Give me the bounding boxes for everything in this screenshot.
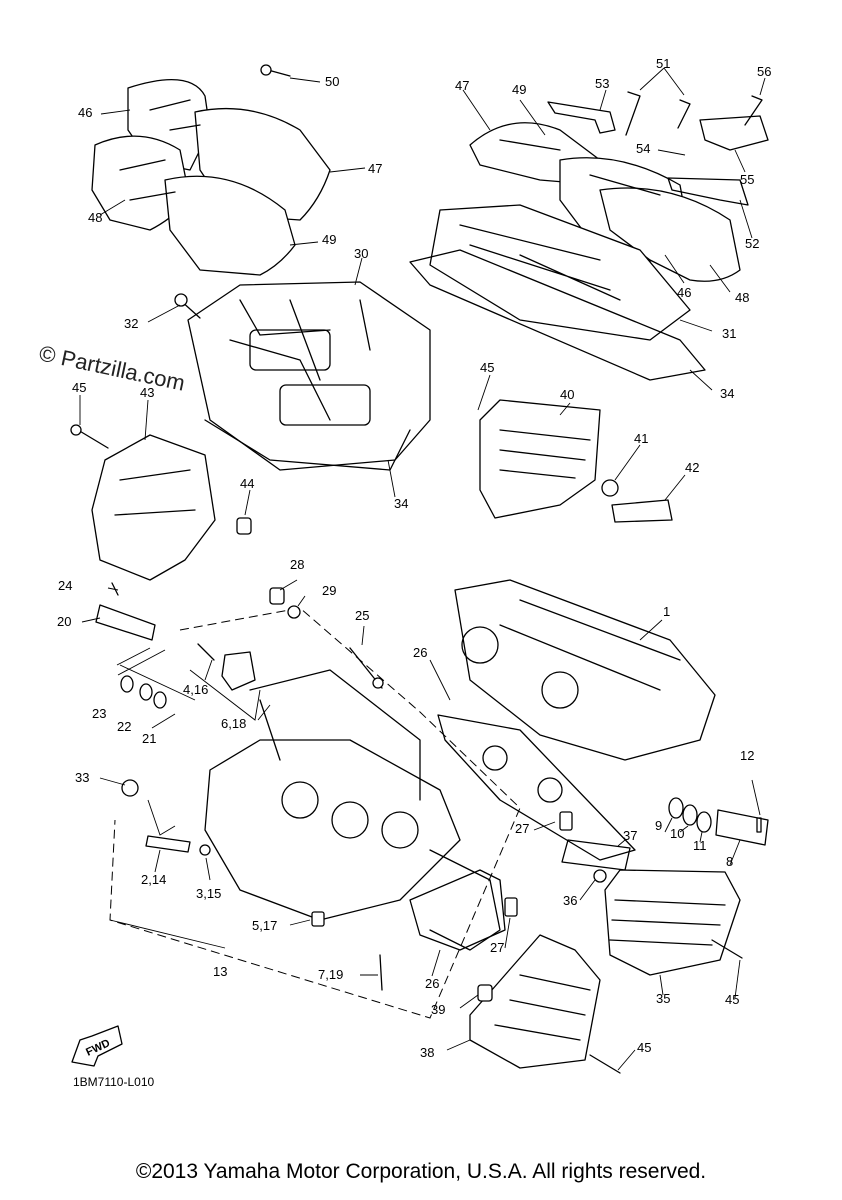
callout: 26 bbox=[425, 976, 439, 991]
callout: 47 bbox=[455, 78, 469, 93]
callout: 54 bbox=[636, 141, 650, 156]
callout: 31 bbox=[722, 326, 736, 341]
callout: 12 bbox=[740, 748, 754, 763]
head-cover-left-rear bbox=[91, 135, 296, 276]
callout: 20 bbox=[57, 614, 71, 629]
tensioner-20 bbox=[95, 582, 156, 641]
plugs-28-29 bbox=[269, 587, 301, 619]
callout: 32 bbox=[124, 316, 138, 331]
callout: 53 bbox=[595, 76, 609, 91]
cylinder-35 bbox=[604, 869, 743, 976]
callout: 36 bbox=[563, 893, 577, 908]
forward-direction-arrow-icon bbox=[71, 1025, 123, 1067]
callout: 23 bbox=[92, 706, 106, 721]
callout: 40 bbox=[560, 387, 574, 402]
callout: 45 bbox=[480, 360, 494, 375]
callout: 49 bbox=[322, 232, 336, 247]
bolts-51-56 bbox=[260, 64, 763, 136]
callout: 51 bbox=[656, 56, 670, 71]
cylinder-head-assembly-13 bbox=[109, 607, 521, 1019]
callout: 2,14 bbox=[141, 872, 166, 887]
callout: 7,19 bbox=[318, 967, 343, 982]
callout: 44 bbox=[240, 476, 254, 491]
cylinder-40 bbox=[479, 399, 673, 523]
callout: 5,17 bbox=[252, 918, 277, 933]
callout: 21 bbox=[142, 731, 156, 746]
callout: 41 bbox=[634, 431, 648, 446]
spark-plug-25 bbox=[197, 643, 384, 691]
partzilla-watermark: © Partzilla.com bbox=[37, 340, 187, 395]
o-rings-21-23 bbox=[120, 675, 167, 709]
callout: 33 bbox=[75, 770, 89, 785]
callout: 10 bbox=[670, 826, 684, 841]
gasket-26-lower bbox=[409, 869, 506, 951]
callout: 34 bbox=[394, 496, 408, 511]
callout: 48 bbox=[88, 210, 102, 225]
callout: 4,16 bbox=[183, 682, 208, 697]
cylinder-head-cover-30 bbox=[187, 281, 431, 471]
callout: 46 bbox=[677, 285, 691, 300]
callout: 3,15 bbox=[196, 886, 221, 901]
tensioner-8 bbox=[668, 797, 769, 846]
callout: 48 bbox=[735, 290, 749, 305]
callout: 35 bbox=[656, 991, 670, 1006]
callout: 45 bbox=[725, 992, 739, 1007]
callout: 50 bbox=[325, 74, 339, 89]
callout: 8 bbox=[726, 854, 733, 869]
bolt-45-left bbox=[70, 293, 201, 449]
callout: 55 bbox=[740, 172, 754, 187]
stud-7-19 bbox=[311, 911, 383, 991]
callout: 27 bbox=[515, 821, 529, 836]
callout: 28 bbox=[290, 557, 304, 572]
cylinder-head-1 bbox=[454, 579, 716, 761]
callout: 1 bbox=[663, 604, 670, 619]
callout: 30 bbox=[354, 246, 368, 261]
bracket-53 bbox=[547, 101, 616, 134]
callout: 27 bbox=[490, 940, 504, 955]
side-cover-43 bbox=[91, 434, 252, 581]
bolts-33-2-3 bbox=[121, 779, 211, 856]
callout: 34 bbox=[720, 386, 734, 401]
diagram-code: 1BM7110-L010 bbox=[73, 1075, 154, 1089]
callout: 11 bbox=[693, 838, 707, 853]
callout: 46 bbox=[78, 105, 92, 120]
bracket-52-55 bbox=[667, 115, 769, 206]
callout: 29 bbox=[322, 583, 336, 598]
callout: 49 bbox=[512, 82, 526, 97]
gasket-34-right bbox=[409, 249, 706, 381]
callout: 9 bbox=[655, 818, 662, 833]
cylinder-head-cover-31 bbox=[429, 204, 691, 341]
callout: 26 bbox=[413, 645, 427, 660]
callout: 24 bbox=[58, 578, 72, 593]
cylinder-38 bbox=[469, 934, 621, 1074]
callout: 22 bbox=[117, 719, 131, 734]
callout: 45 bbox=[637, 1040, 651, 1055]
callout: 37 bbox=[623, 828, 637, 843]
callout: 47 bbox=[368, 161, 382, 176]
callout: 56 bbox=[757, 64, 771, 79]
callout: 39 bbox=[431, 1002, 445, 1017]
leader-lines bbox=[79, 67, 766, 1071]
callout: 25 bbox=[355, 608, 369, 623]
callout: 13 bbox=[213, 964, 227, 979]
dowel-pins-27 bbox=[504, 811, 573, 917]
callout: 43 bbox=[140, 385, 154, 400]
callout: 42 bbox=[685, 460, 699, 475]
callout: 6,18 bbox=[221, 716, 246, 731]
callout-labels: 1 2,14 3,15 4,16 5,17 6,18 7,19 8 9 10 1… bbox=[57, 56, 771, 1060]
callout: 45 bbox=[72, 380, 86, 395]
callout: 52 bbox=[745, 236, 759, 251]
callout: 38 bbox=[420, 1045, 434, 1060]
gasket-34-left bbox=[204, 419, 411, 471]
gasket-26-right bbox=[437, 714, 636, 861]
copyright-notice: ©2013 Yamaha Motor Corporation, U.S.A. A… bbox=[135, 1160, 707, 1183]
